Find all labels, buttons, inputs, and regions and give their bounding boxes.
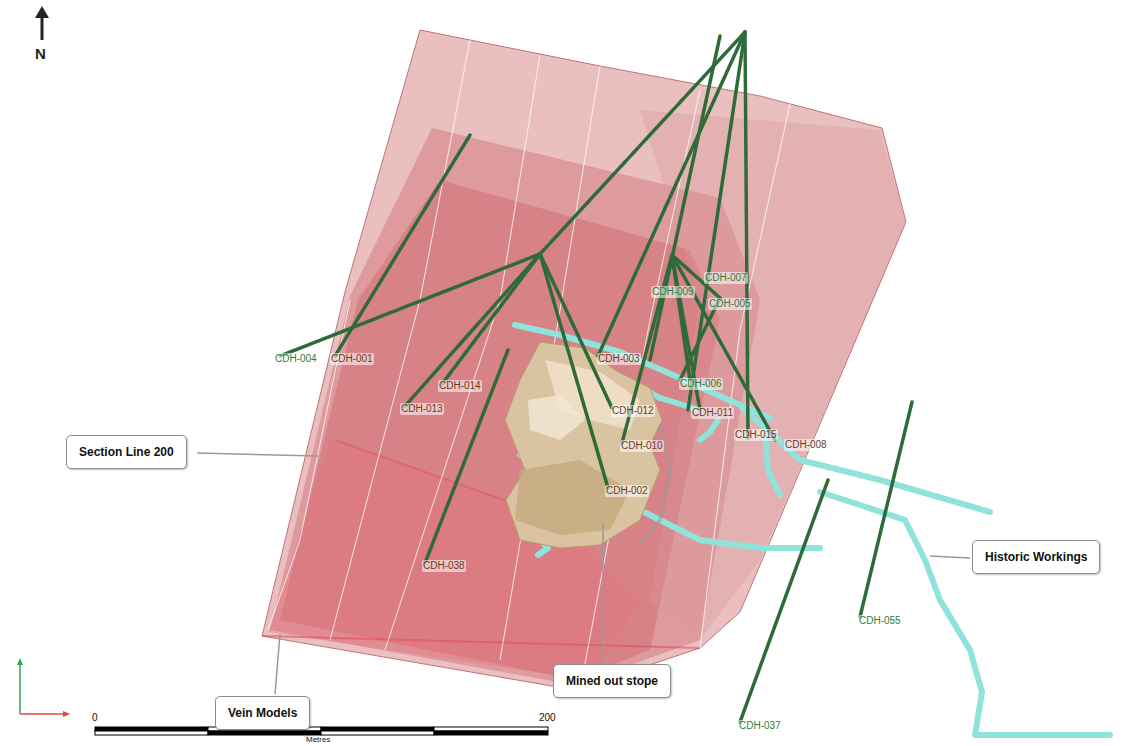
vein-callout: Vein Models <box>215 696 310 730</box>
drillhole-label: CDH-004 <box>274 353 318 365</box>
drillhole-label: CDH-009 <box>651 286 695 298</box>
drillhole-label: CDH-005 <box>708 298 752 310</box>
stope-callout: Mined out stope <box>553 664 671 698</box>
drillhole-label: CDH-037 <box>738 720 782 732</box>
scale-label: 0 <box>91 712 99 724</box>
drillhole-label: CDH-007 <box>704 272 748 284</box>
north-arrow <box>35 6 49 40</box>
scale-label: 200 <box>538 712 557 724</box>
drillhole-label: CDH-008 <box>784 439 828 451</box>
callout-text: Historic Workings <box>985 550 1087 564</box>
drillhole-label: CDH-011 <box>691 407 734 419</box>
drillhole-label: CDH-010 <box>620 440 664 452</box>
axis-indicator <box>17 658 70 717</box>
drillhole-label: CDH-055 <box>858 615 902 627</box>
drillhole-label: CDH-001 <box>330 353 374 365</box>
drillhole-label: CDH-002 <box>605 485 649 497</box>
workings-callout: Historic Workings <box>972 540 1100 574</box>
drillhole-label: CDH-015 <box>734 429 778 441</box>
drillhole-label: CDH-013 <box>400 403 444 415</box>
scale-unit: Metres <box>305 735 331 744</box>
vein-models <box>262 30 906 690</box>
north-label: N <box>34 45 47 62</box>
drillhole-label: CDH-003 <box>597 353 641 365</box>
drillhole-label: CDH-014 <box>438 380 482 392</box>
callout-text: Section Line 200 <box>79 445 174 459</box>
historic-workings <box>515 325 1110 735</box>
drillhole-label: CDH-012 <box>611 405 655 417</box>
section-callout: Section Line 200 <box>66 435 187 469</box>
drillhole-label: CDH-006 <box>679 378 723 390</box>
leader-lines <box>197 453 970 694</box>
drillhole-label: CDH-038 <box>422 560 466 572</box>
callout-text: Vein Models <box>228 706 297 720</box>
drill-holes <box>280 32 912 722</box>
callout-text: Mined out stope <box>566 674 658 688</box>
scale-bar <box>95 727 548 735</box>
